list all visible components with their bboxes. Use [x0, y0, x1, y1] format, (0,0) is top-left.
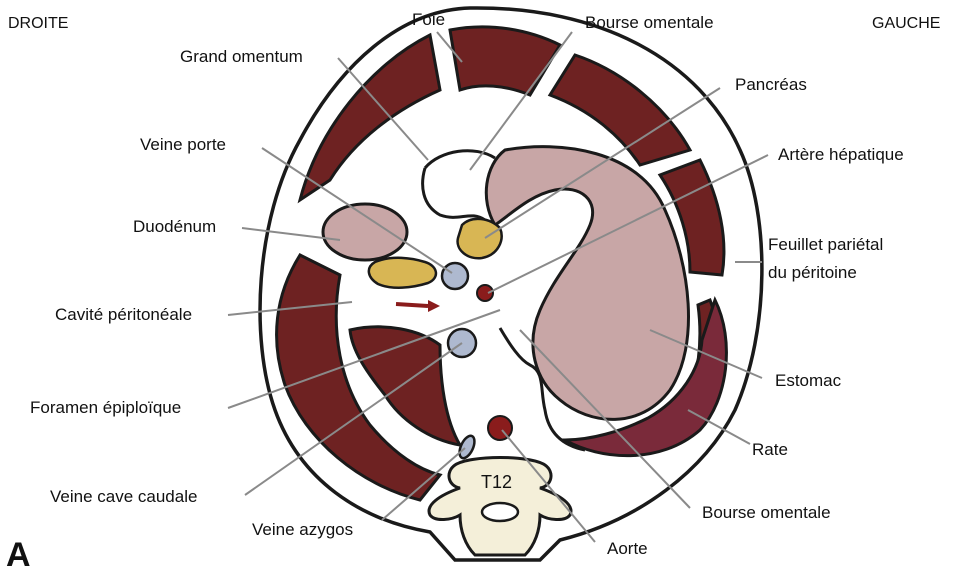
- pancreas-head: [369, 258, 436, 288]
- cross-section-drawing: T12: [260, 8, 762, 560]
- label-veine-azygos: Veine azygos: [252, 520, 353, 539]
- label-veine-cave: Veine cave caudale: [50, 487, 197, 506]
- label-bourse-omentale-top: Bourse omentale: [585, 13, 714, 32]
- label-feuillet-2: du péritoine: [768, 263, 857, 282]
- corner-gauche: GAUCHE: [872, 15, 940, 32]
- label-pancreas: Pancréas: [735, 75, 807, 94]
- duodenum-shape: [323, 204, 407, 260]
- corner-droite: DROITE: [8, 15, 68, 32]
- foramen-arrow: [396, 304, 428, 306]
- label-foramen: Foramen épiploïque: [30, 398, 181, 417]
- panel-letter: A: [6, 536, 31, 568]
- pancreas-body: [458, 219, 502, 258]
- portal-vein-shape: [442, 263, 468, 289]
- label-cavite-peritoneale: Cavité péritonéale: [55, 305, 192, 324]
- label-foie: Foie: [412, 10, 445, 29]
- label-grand-omentum: Grand omentum: [180, 47, 303, 66]
- label-duodenum: Duodénum: [133, 217, 216, 236]
- label-estomac: Estomac: [775, 371, 842, 390]
- hepatic-artery-shape: [477, 285, 493, 301]
- label-feuillet-1: Feuillet pariétal: [768, 235, 883, 254]
- label-veine-porte: Veine porte: [140, 135, 226, 154]
- vertebral-foramen: [482, 503, 518, 521]
- label-aorte: Aorte: [607, 539, 648, 558]
- vertebra-label: T12: [481, 472, 512, 492]
- label-rate: Rate: [752, 440, 788, 459]
- label-bourse-omentale-bottom: Bourse omentale: [702, 503, 831, 522]
- label-artere-hepatique: Artère hépatique: [778, 145, 904, 164]
